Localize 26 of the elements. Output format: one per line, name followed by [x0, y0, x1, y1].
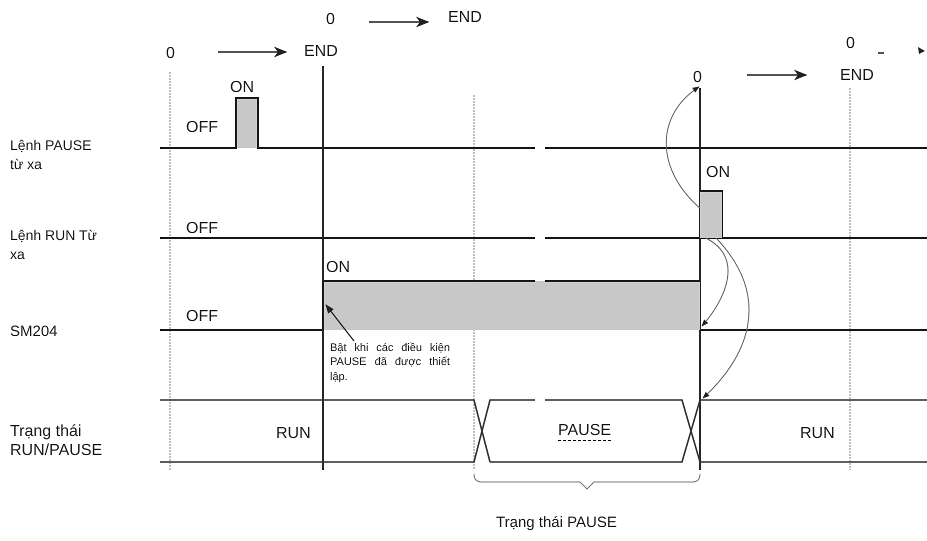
curved-arrow — [666, 86, 702, 210]
state-label: ON — [706, 163, 730, 183]
time-label: 0 — [166, 44, 175, 64]
curved-arrow — [702, 238, 750, 398]
state-label: PAUSE — [558, 422, 612, 441]
state-label: OFF — [186, 307, 218, 327]
signal-name: Lệnh PAUSE từ xa — [10, 136, 92, 174]
signal-name: Lệnh RUN Từ xa — [10, 226, 98, 264]
curved-arrow — [702, 238, 729, 327]
time-label: END — [304, 42, 338, 62]
state-label: OFF — [186, 118, 218, 138]
state-label: RUN — [800, 424, 835, 444]
time-label: END — [840, 66, 874, 86]
state-label: RUN — [276, 424, 311, 444]
signal-name: SM204 — [10, 322, 58, 342]
bracket-label: Trạng thái PAUSE — [496, 513, 617, 533]
state-label: OFF — [186, 219, 218, 239]
time-label: 0 — [693, 66, 702, 90]
state-label: ON — [326, 258, 350, 278]
time-label: 0 — [326, 10, 335, 30]
note-text: Bật khi các điều kiện PAUSE đã được thiết lập. — [330, 341, 450, 384]
pulse-block — [700, 190, 723, 238]
time-label: END — [448, 8, 482, 28]
time-label: 0 — [846, 34, 855, 54]
signal-name: Trạng thái RUN/PAUSE — [10, 422, 104, 460]
state-label: ON — [230, 78, 254, 98]
